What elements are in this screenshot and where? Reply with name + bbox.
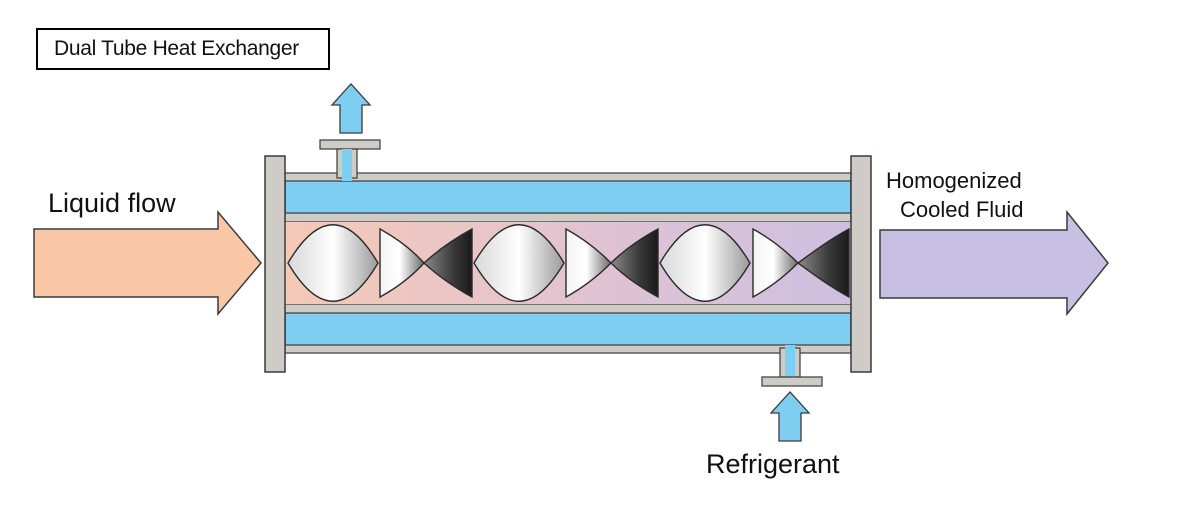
diagram-title: Dual Tube Heat Exchanger [36, 28, 330, 70]
refrigerant-out-arrow [330, 83, 372, 134]
left-flange [264, 155, 286, 373]
refrigerant-outlet-nozzle [319, 139, 381, 181]
refrigerant-inlet-nozzle [761, 345, 823, 387]
inlet-label: Liquid flow [48, 188, 176, 218]
outlet-label-line2: Cooled Fluid [900, 197, 1024, 222]
refrigerant-label: Refrigerant [706, 449, 840, 479]
static-mixer [287, 224, 850, 302]
inlet-flow-arrow [33, 209, 262, 317]
right-flange [850, 155, 872, 373]
refrigerant-in-arrow [769, 391, 811, 442]
outlet-label-line1: Homogenized [886, 168, 1022, 193]
inner-tube-top-wall [284, 212, 852, 223]
outlet-flow-arrow [879, 209, 1109, 317]
inner-tube-bottom-wall [284, 303, 852, 314]
